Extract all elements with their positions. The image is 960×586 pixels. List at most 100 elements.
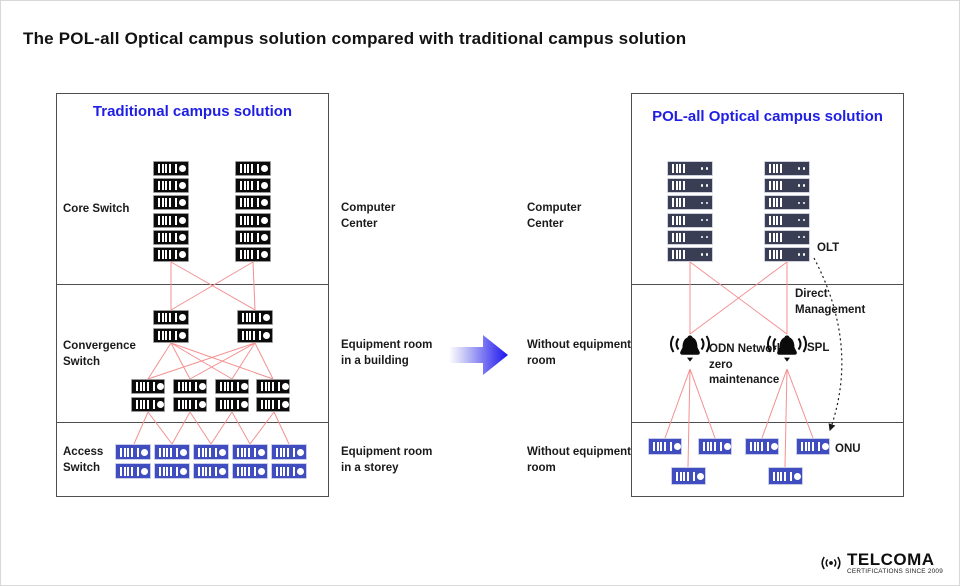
status-dot (179, 332, 187, 339)
port-bar (195, 382, 198, 391)
port-bar (780, 198, 783, 208)
port-bar (178, 382, 180, 391)
port-bar (675, 250, 678, 259)
port-bar (227, 382, 230, 391)
port-bar (801, 442, 803, 451)
led-dot (802, 236, 805, 239)
port-bar (165, 250, 168, 259)
led-dot (700, 201, 704, 205)
port-bar (761, 442, 764, 451)
port-bar (169, 198, 172, 208)
optical-panel-title: POL-all Optical campus solution (652, 108, 883, 125)
onu-unit (768, 467, 803, 485)
status-dot (297, 448, 305, 456)
port-bar (710, 442, 713, 451)
status-dot (297, 467, 305, 475)
port-bar (245, 331, 248, 340)
port-bar (259, 331, 262, 340)
status-dot (157, 383, 165, 390)
port-bar (776, 250, 779, 259)
led-dot (797, 236, 801, 239)
status-dot (179, 233, 187, 241)
status-dot (241, 383, 249, 390)
olt-unit (764, 229, 810, 245)
port-bar (153, 400, 156, 409)
port-bar (189, 382, 192, 391)
status-dot (261, 251, 269, 258)
status-dot (141, 448, 149, 456)
port-bar (237, 466, 239, 476)
status-dot (282, 401, 290, 408)
convergence-switch-unit (153, 310, 189, 325)
transition-arrow-icon (449, 335, 508, 375)
port-bar (195, 400, 198, 409)
port-bar (249, 331, 252, 340)
port-bar (201, 447, 204, 457)
core-switch-unit (153, 247, 189, 262)
port-bar (165, 215, 168, 225)
olt-label: OLT (817, 242, 840, 254)
port-bar (237, 382, 240, 391)
access-switch-unit (232, 463, 268, 479)
traditional-equipment-room-building-label: Equipment room in a building (341, 339, 433, 367)
port-bar (780, 215, 783, 225)
status-dot (822, 443, 830, 450)
led-dot (802, 167, 805, 170)
led-dot (797, 167, 801, 170)
status-dot (180, 448, 188, 456)
logo-brand-text: TELCOMA (847, 549, 935, 569)
onu-unit (698, 438, 732, 455)
convergence-switch-unit (153, 328, 189, 343)
status-dot (199, 401, 207, 408)
port-bar (165, 232, 168, 242)
onu-unit (671, 467, 706, 485)
port-bar (169, 215, 172, 225)
port-bar (205, 466, 208, 476)
port-bar (257, 198, 260, 208)
port-bar (683, 471, 686, 481)
port-bar (175, 250, 178, 259)
port-bar (175, 331, 178, 340)
convergence-switch-label: Convergence Switch (63, 340, 136, 368)
access-switch-unit (115, 463, 151, 479)
port-bar (175, 232, 178, 242)
port-bar (158, 164, 160, 173)
port-bar (773, 471, 775, 481)
port-bar (175, 181, 178, 191)
divider-line (632, 422, 903, 423)
port-bar (257, 181, 260, 191)
port-bar (242, 313, 244, 322)
port-bar (215, 466, 218, 476)
port-bar (231, 400, 234, 409)
port-bar (158, 198, 160, 208)
port-bar (161, 215, 164, 225)
port-bar (162, 447, 165, 457)
led-dot (705, 201, 708, 205)
port-bar (248, 466, 251, 476)
access-switch-unit (115, 444, 151, 460)
divider-line (57, 284, 328, 285)
olt-unit (667, 161, 713, 176)
port-bar (205, 447, 208, 457)
port-bar (136, 400, 138, 409)
port-bar (137, 466, 140, 476)
port-bar (264, 382, 267, 391)
port-bar (159, 447, 161, 457)
port-bar (169, 164, 172, 173)
port-bar (159, 466, 161, 476)
port-bar (244, 447, 247, 457)
led-dot (802, 218, 805, 222)
status-dot (261, 216, 269, 224)
port-bar (683, 164, 686, 173)
port-bar (293, 466, 296, 476)
port-bar (251, 164, 254, 173)
port-bar (169, 313, 172, 322)
port-bar (679, 181, 682, 191)
olt-unit (764, 247, 810, 262)
port-bar (750, 442, 752, 451)
port-bar (251, 181, 254, 191)
port-bar (268, 400, 271, 409)
port-bar (175, 215, 178, 225)
port-bar (251, 232, 254, 242)
port-bar (158, 313, 160, 322)
